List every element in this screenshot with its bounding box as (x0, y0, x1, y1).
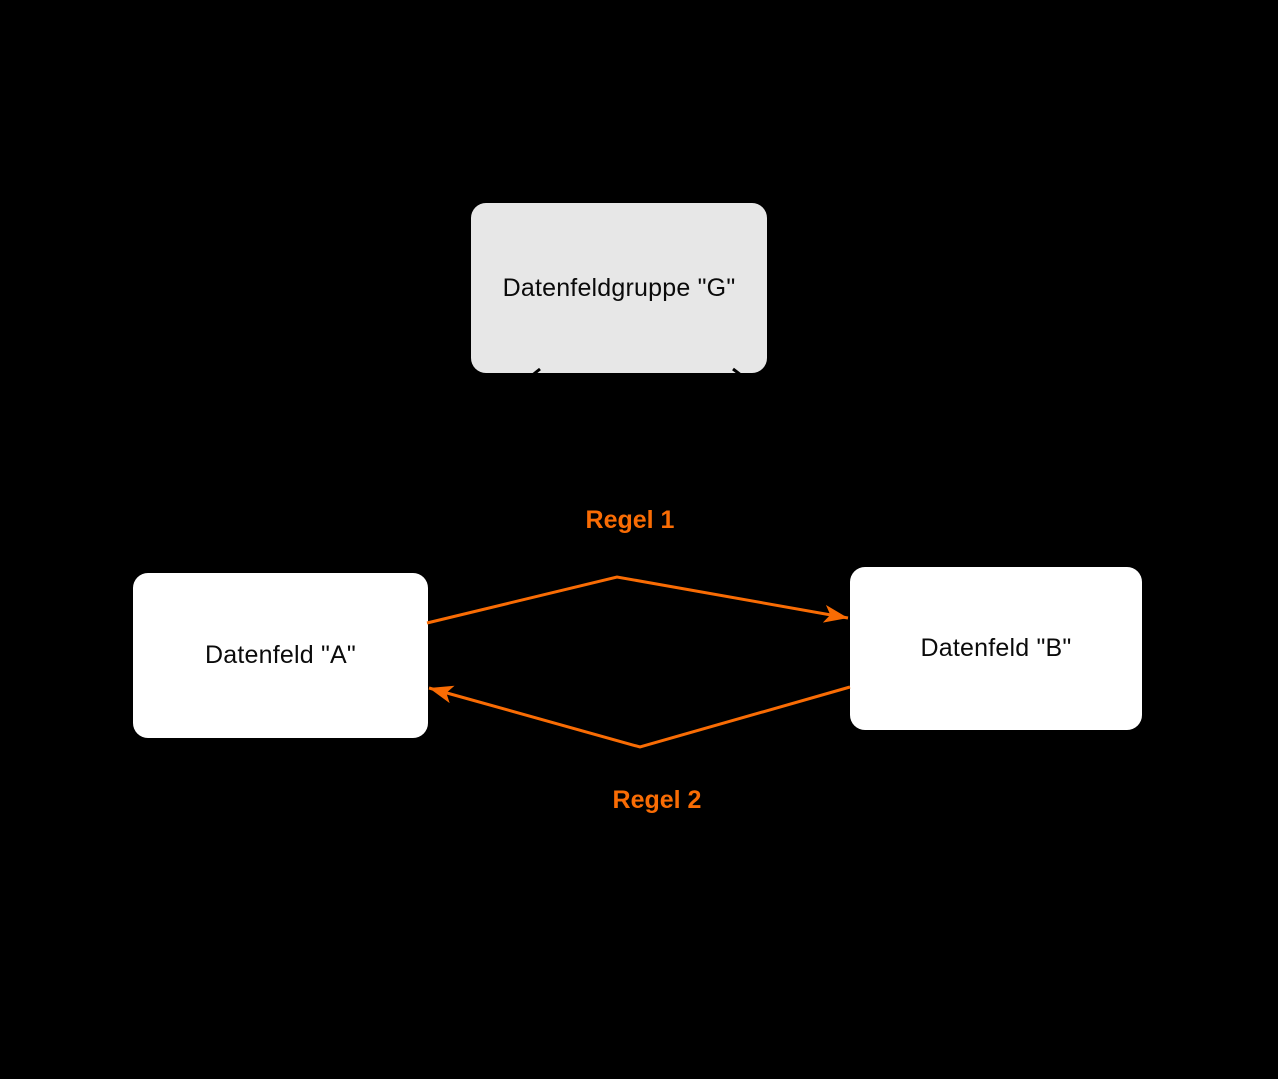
connector-group-to-b (732, 367, 991, 567)
node-datenfeld-a-label: Datenfeld "A" (205, 641, 356, 669)
node-datenfeld-b-label: Datenfeld "B" (920, 634, 1072, 662)
connector-group-to-a (287, 367, 541, 573)
node-datenfeld-b: Datenfeld "B" (850, 567, 1142, 730)
node-datenfeldgruppe-g-label: Datenfeldgruppe "G" (502, 273, 736, 302)
edge-regel-1-arrow (426, 575, 849, 625)
edge-regel-2-arrow (428, 685, 851, 749)
node-datenfeldgruppe-g: Datenfeldgruppe "G" (471, 203, 767, 373)
edge-label-regel-2: Regel 2 (612, 786, 702, 814)
node-datenfeld-a: Datenfeld "A" (133, 573, 428, 738)
edge-label-regel-1: Regel 1 (585, 506, 675, 534)
